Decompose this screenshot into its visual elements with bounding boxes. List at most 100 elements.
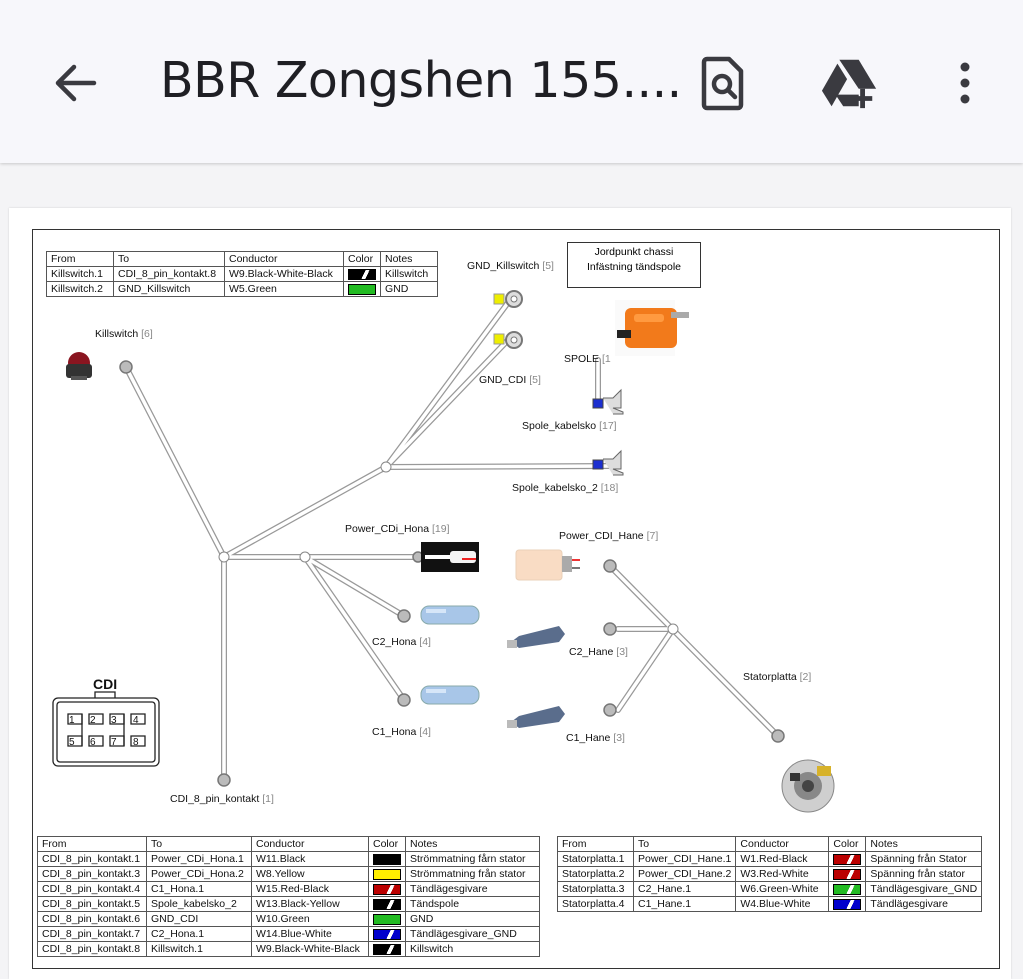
cdi-wire-table: From To Conductor Color Notes CDI_8_pin_…: [37, 836, 540, 957]
cell-color: [828, 881, 867, 897]
cell-color: [368, 941, 406, 957]
wire-color-swatch: [373, 943, 401, 955]
wire-color-swatch: [373, 868, 401, 880]
cell-from: Statorplatta.4: [557, 896, 634, 912]
col-color: Color: [828, 836, 867, 852]
c1-hane-image: [507, 706, 565, 728]
label-gnd-cdi: GND_CDI [5]: [479, 374, 541, 386]
cell-color: [343, 281, 381, 297]
cdi-pin-2: 2: [90, 715, 96, 726]
cdi-pin-6: 6: [90, 737, 96, 748]
label-c2-hane: C2_Hane [3]: [569, 646, 628, 658]
cell-color: [828, 851, 867, 867]
col-conductor: Conductor: [251, 836, 369, 852]
c2-hane-image: [507, 626, 565, 648]
col-color: Color: [368, 836, 406, 852]
cell-color: [368, 881, 406, 897]
cell-conductor: W13.Black-Yellow: [251, 896, 369, 912]
app-bar: BBR Zongshen 155....: [0, 0, 1023, 163]
label-power-cdi-hane: Power_CDI_Hane [7]: [559, 530, 659, 542]
cell-notes: Strömmatning från stator: [405, 866, 540, 882]
cell-to: C1_Hona.1: [146, 881, 252, 897]
label-killswitch: Killswitch [6]: [95, 328, 153, 340]
cdi-connector-drawing: [52, 691, 160, 767]
cell-to: Power_CDI_Hane.1: [632, 851, 737, 867]
cell-from: Statorplatta.3: [557, 881, 634, 897]
c2-hona-image: [420, 605, 480, 625]
cell-color: [368, 866, 406, 882]
cell-conductor: W10.Green: [251, 911, 369, 927]
label-statorplatta: Statorplatta [2]: [743, 671, 812, 683]
cell-color: [828, 866, 867, 882]
col-to: To: [632, 836, 737, 852]
wire-color-swatch: [348, 268, 376, 280]
cell-from: CDI_8_pin_kontakt.6: [37, 911, 147, 927]
cell-notes: Killswitch: [380, 266, 438, 282]
find-in-document-icon[interactable]: [693, 48, 753, 118]
cell-color: [368, 911, 406, 927]
col-from: From: [46, 251, 114, 267]
col-notes: Notes: [380, 251, 438, 267]
harness-wires: [52, 290, 835, 813]
document-title: BBR Zongshen 155....: [160, 52, 682, 109]
arrow-back-icon[interactable]: [45, 48, 105, 118]
col-to: To: [113, 251, 225, 267]
cell-conductor: W4.Blue-White: [735, 896, 830, 912]
col-to: To: [146, 836, 252, 852]
cell-notes: Tändlägesgivare: [405, 881, 540, 897]
c1-hona-image: [420, 685, 480, 705]
label-spole: SPOLE [1: [564, 353, 611, 365]
label-cdi-8-pin: CDI_8_pin_kontakt [1]: [170, 793, 274, 805]
cell-from: Statorplatta.1: [557, 851, 634, 867]
cdi-pin-3: 3: [111, 715, 117, 726]
label-spole-kabelsko-2: Spole_kabelsko_2 [18]: [512, 482, 619, 494]
cell-conductor: W6.Green-White: [735, 881, 830, 897]
cell-from: CDI_8_pin_kontakt.3: [37, 866, 147, 882]
cell-to: GND_Killswitch: [113, 281, 225, 297]
label-c2-hona: C2_Hona [4]: [372, 636, 431, 648]
cell-from: CDI_8_pin_kontakt.5: [37, 896, 147, 912]
label-c1-hona: C1_Hona [4]: [372, 726, 431, 738]
cell-to: Spole_kabelsko_2: [146, 896, 252, 912]
cell-conductor: W9.Black-White-Black: [251, 941, 369, 957]
cell-from: Killswitch.2: [46, 281, 114, 297]
cell-to: Power_CDi_Hona.1: [146, 851, 252, 867]
cell-to: Power_CDi_Hona.2: [146, 866, 252, 882]
cell-notes: Tändspole: [405, 896, 540, 912]
wire-color-swatch: [348, 283, 376, 295]
killswitch-wire-table: From To Conductor Color Notes Killswitch…: [46, 251, 438, 297]
wire-color-swatch: [373, 853, 401, 865]
cell-notes: Tändlägesgivare_GND: [405, 926, 540, 942]
cell-from: CDI_8_pin_kontakt.4: [37, 881, 147, 897]
col-from: From: [557, 836, 634, 852]
wire-color-swatch: [833, 898, 862, 910]
col-notes: Notes: [865, 836, 983, 852]
label-c1-hane: C1_Hane [3]: [566, 732, 625, 744]
more-vert-icon[interactable]: [935, 48, 995, 118]
cell-color: [828, 896, 867, 912]
cell-conductor: W5.Green: [224, 281, 344, 297]
wire-color-swatch: [833, 868, 862, 880]
wire-color-swatch: [373, 928, 401, 940]
cell-from: Statorplatta.2: [557, 866, 634, 882]
wire-color-swatch: [373, 898, 401, 910]
wire-color-swatch: [833, 853, 862, 865]
label-power-cdi-hona: Power_CDi_Hona [19]: [345, 523, 450, 535]
label-spole-kabelsko: Spole_kabelsko [17]: [522, 420, 617, 432]
power-cdi-hane-image: [515, 549, 580, 581]
document-page[interactable]: From To Conductor Color Notes Killswitch…: [9, 208, 1011, 979]
cell-from: CDI_8_pin_kontakt.8: [37, 941, 147, 957]
add-to-drive-icon[interactable]: [820, 48, 880, 118]
col-conductor: Conductor: [735, 836, 830, 852]
cell-from: Killswitch.1: [46, 266, 114, 282]
note-line-2: Infästning tändspole: [587, 261, 681, 273]
cell-color: [368, 926, 406, 942]
cdi-pin-4: 4: [133, 715, 139, 726]
cell-to: C2_Hane.1: [632, 881, 737, 897]
